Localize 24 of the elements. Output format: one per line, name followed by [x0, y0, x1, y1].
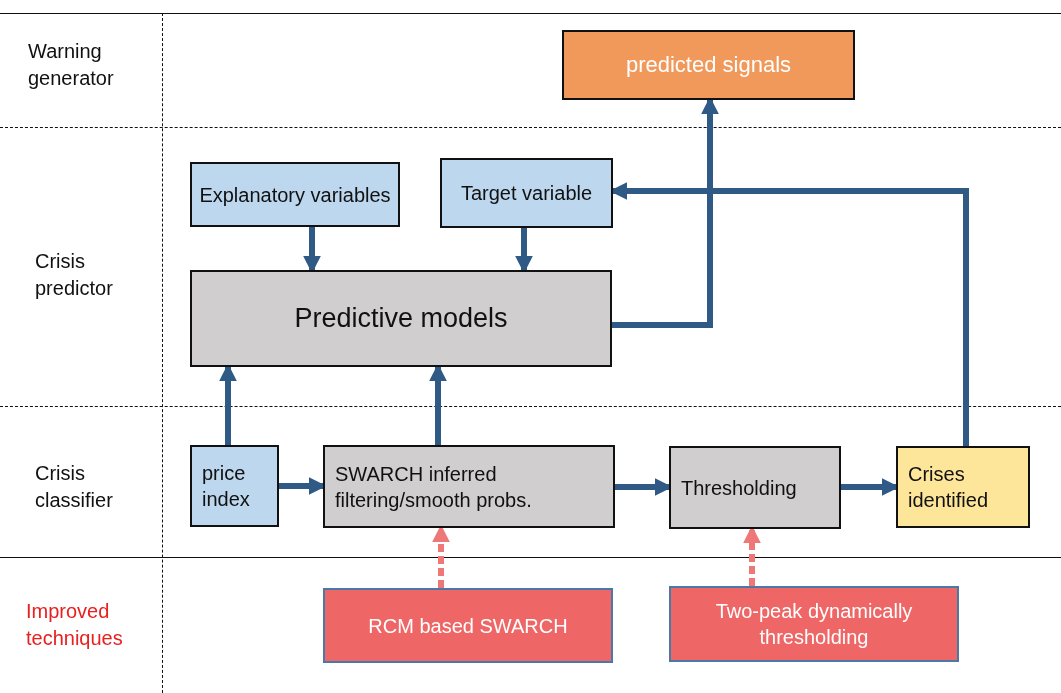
process-box: [562, 30, 855, 100]
process-box: [323, 445, 615, 528]
box-label: RCM based SWARCH: [368, 613, 568, 639]
process-box: [323, 588, 613, 663]
box-label: Thresholding: [681, 475, 797, 501]
process-box: [669, 446, 841, 529]
process-box: [190, 445, 279, 527]
row-label: Improved techniques: [26, 599, 124, 651]
box-label: Explanatory variables: [199, 182, 391, 208]
box-label: Target variable: [460, 181, 593, 206]
process-box: [896, 446, 1030, 528]
process-box: [190, 270, 612, 367]
process-box: [190, 162, 400, 227]
row-label: Warning generator: [28, 39, 115, 91]
box-label: Predictive models: [294, 301, 508, 335]
row-label: Crisis classifier: [35, 461, 114, 513]
box-label: SWARCH inferred filtering/smooth probs.: [335, 461, 533, 513]
box-label: price index: [202, 461, 251, 512]
box-label: Two-peak dynamically thresholding: [714, 599, 914, 650]
process-box: [669, 586, 959, 662]
row-label: Crisis predictor: [35, 249, 114, 301]
process-box: [440, 158, 613, 228]
box-label: predicted signals: [625, 50, 792, 79]
box-label: Crises identified: [908, 462, 990, 513]
